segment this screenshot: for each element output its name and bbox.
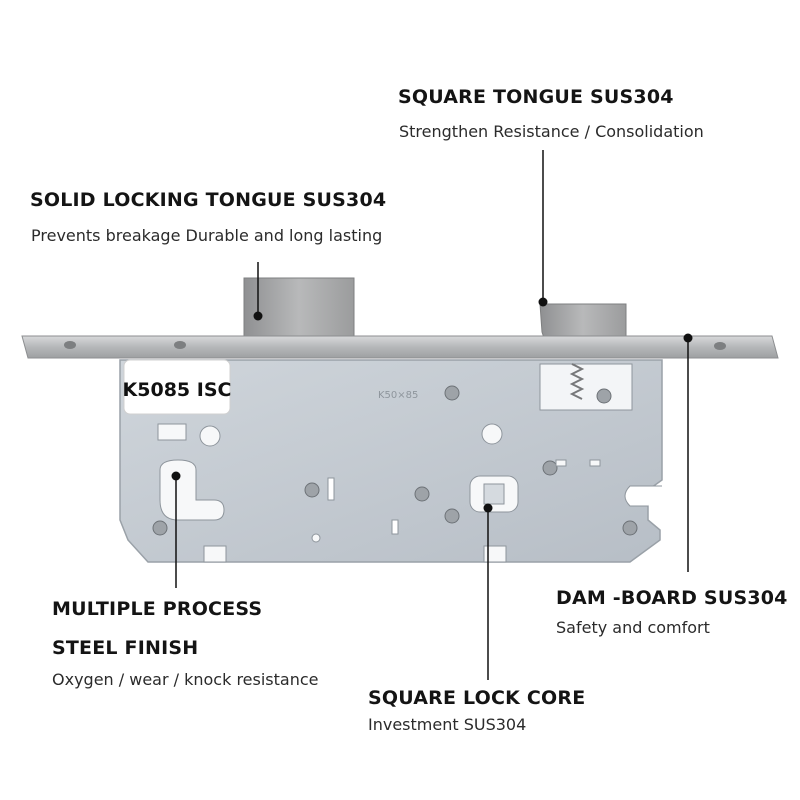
dot-multiple-process (171, 471, 181, 481)
screw-small-1 (304, 482, 320, 498)
dot-square-tongue (538, 297, 548, 307)
screw-small-7 (596, 388, 612, 404)
screw-small-8 (622, 520, 638, 536)
dot-solid-tongue (253, 311, 263, 321)
vertical-slot (327, 477, 335, 501)
top-hole (199, 425, 221, 447)
faceplate-screw-hole-mid (174, 341, 186, 349)
screw-small-2 (444, 385, 460, 401)
solid-tongue-subtitle: Prevents breakage Durable and long lasti… (31, 226, 383, 245)
solid-locking-tongue (243, 277, 355, 347)
screw-small-5 (444, 508, 460, 524)
multiple-process-subtitle: Oxygen / wear / knock resistance (52, 670, 319, 689)
screw-small-4 (414, 486, 430, 502)
multiple-process-title-line1: MULTIPLE PROCESS (52, 598, 263, 620)
square-tongue-subtitle: Strengthen Resistance / Consolidation (399, 122, 704, 141)
small-hole (311, 533, 321, 543)
dam-board-notch (624, 485, 662, 507)
slot-small (391, 519, 399, 535)
leader-dots (171, 297, 693, 513)
lock-core-title: SQUARE LOCK CORE (368, 687, 586, 709)
dot-dam-board (683, 333, 693, 343)
right-slot-2 (589, 459, 601, 467)
case-plate (119, 359, 663, 563)
lock-core-inner (483, 483, 505, 505)
model-label: K5085 ISC (123, 379, 232, 401)
faceplate-screw-hole-right (714, 342, 726, 350)
multiple-process-title-line2: STEEL FINISH (52, 637, 199, 659)
screw-small-3 (152, 520, 168, 536)
bottom-slot-right (483, 545, 507, 563)
top-left-slot (157, 423, 187, 441)
dam-board-subtitle: Safety and comfort (556, 618, 710, 637)
square-tongue-title: SQUARE TONGUE SUS304 (398, 86, 674, 108)
faceplate (21, 335, 779, 359)
model-sticker (123, 359, 231, 415)
mid-hole (481, 423, 503, 445)
faceplate-screw-hole-left (64, 341, 76, 349)
right-slot-1 (555, 459, 567, 467)
screw-small-6 (542, 460, 558, 476)
model-stamp: K50×85 (378, 390, 418, 401)
leader-lines (175, 150, 689, 680)
solid-tongue-title: SOLID LOCKING TONGUE SUS304 (30, 189, 387, 211)
spring (569, 363, 585, 400)
dot-lock-core (483, 503, 493, 513)
dam-board-title: DAM -BOARD SUS304 (556, 587, 788, 609)
spring-window (539, 363, 633, 411)
bottom-slot-left (203, 545, 227, 563)
lock-core-subtitle: Investment SUS304 (368, 715, 527, 734)
